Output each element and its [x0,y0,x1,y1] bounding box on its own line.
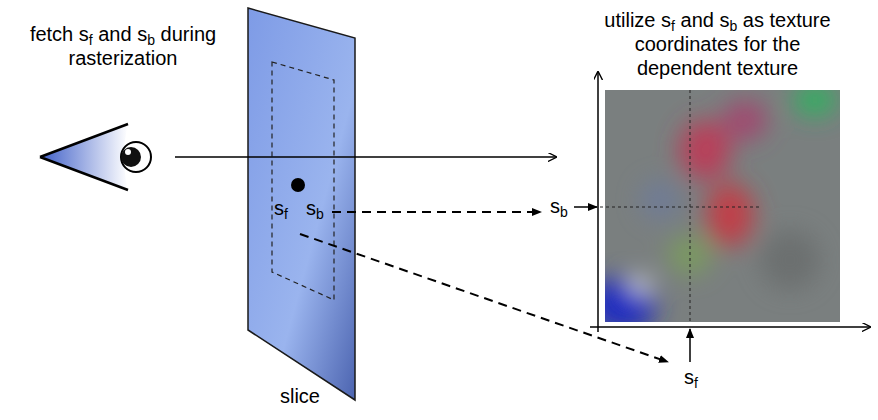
coordinate-label: sb [300,196,330,220]
view-ray [175,156,556,158]
axis-tick [689,329,691,362]
axis-tick [574,206,597,208]
axis-label: sb [544,194,574,218]
dependent-texture [588,72,870,333]
lookup-arrow [300,234,668,362]
eye-symbol [40,124,151,190]
lookup-arrow [332,211,541,213]
slice-plane [248,8,355,400]
slice-label: slice [270,384,330,408]
caption-note: fetch sf and sb during rasterization [8,22,238,70]
axis-label: sf [676,365,706,389]
coordinate-label: sf [266,196,296,220]
sample-point [291,178,305,192]
caption-note: utilize sf and sb as texture coordinates… [590,8,845,80]
